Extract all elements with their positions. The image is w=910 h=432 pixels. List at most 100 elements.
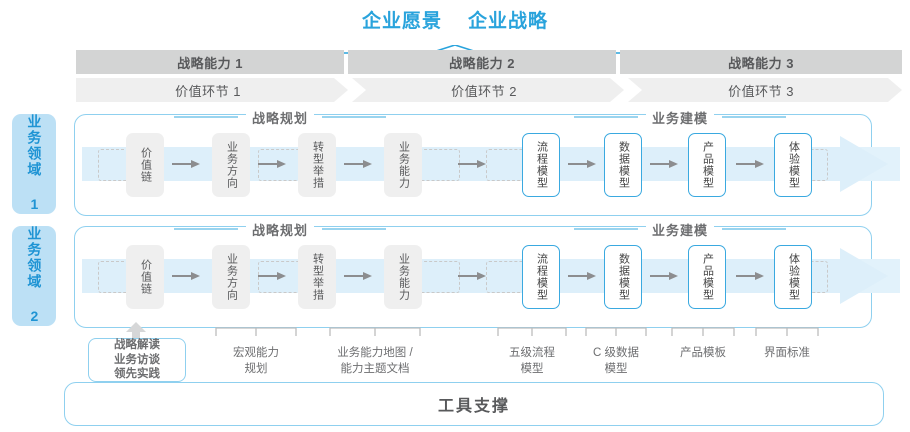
capability-bar-3[interactable]: 战略能力 3 [620,50,902,74]
section-header-planning-label: 战略规划 [245,219,314,239]
node-data-model-row-2[interactable]: 数据模型 [604,245,642,309]
value-chain-bar-1[interactable]: 价值环节 1 [76,78,348,102]
node-data-model-row-1[interactable]: 数据模型 [604,133,642,197]
node-process-model-row-1[interactable]: 流程模型 [522,133,560,197]
strategy-chip-line-3: 领先实践 [114,368,160,381]
business-domain-chip-1-label: 业务领域 1 [26,114,43,214]
node-business-capability-row-2[interactable]: 业务能力 [384,245,422,309]
connector-arrow [650,272,678,280]
node-experience-model-row-1[interactable]: 体验模型 [774,133,812,197]
capability-bar-1-label: 战略能力 1 [177,55,243,71]
node-transformation-row-1[interactable]: 转型举措 [298,133,336,197]
section-header-modeling-label: 业务建模 [645,219,714,239]
node-label: 数据模型 [617,141,630,189]
node-label: 转型举措 [311,253,324,301]
bottom-label-product-template: 产品模板 [663,346,743,362]
capability-bar-3-label: 战略能力 3 [728,55,794,71]
bottom-label-line-2: 规划 [244,362,268,375]
value-chain-bar-group: 价值环节 1 价值环节 2 价值环节 3 [76,78,902,102]
node-label: 流程模型 [535,141,548,189]
brace-group [215,327,819,336]
bottom-label-five-level-process: 五级流程 模型 [492,346,572,377]
connector-arrow [458,272,486,280]
bottom-label-ui-standard: 界面标准 [747,346,827,362]
connector-arrow [172,272,200,280]
connector-arrow [458,160,486,168]
capability-bar-2[interactable]: 战略能力 2 [348,50,616,74]
value-chain-bar-2-label: 价值环节 2 [451,83,517,99]
section-header-planning-row-2: 战略规划 [100,219,460,239]
connector-arrow [736,160,764,168]
diagram-title: 企业愿景 企业战略 [0,6,910,32]
capability-bar-group: 战略能力 1 战略能力 2 战略能力 3 [76,50,902,74]
section-rule-left [573,116,638,118]
value-chain-bar-2[interactable]: 价值环节 2 [352,78,624,102]
section-rule-right [722,228,786,230]
bottom-label-capability-map: 业务能力地图 / 能力主题文档 [315,346,435,377]
node-label: 体验模型 [787,253,800,301]
bottom-label-line-1: 五级流程 [509,347,555,359]
flow-arrow-head [840,136,888,192]
node-label: 流程模型 [535,253,548,301]
node-label: 价值链 [139,147,152,183]
flow-arrow-head [840,248,888,304]
node-label: 业务能力 [397,141,410,189]
connector-arrow [258,160,286,168]
tool-support-label: 工具支撑 [437,398,510,415]
section-header-modeling-label: 业务建模 [645,107,714,127]
bottom-label-line-1: 产品模板 [680,347,726,359]
node-business-direction-row-1[interactable]: 业务方向 [212,133,250,197]
node-label: 转型举措 [311,141,324,189]
bottom-label-line-2: 模型 [604,362,628,375]
strategy-chip-line-2: 业务访谈 [114,353,160,366]
node-label: 体验模型 [787,141,800,189]
bottom-label-line-1: 业务能力地图 / [337,347,413,359]
business-domain-chip-1[interactable]: 业务领域 1 [12,114,56,214]
strategy-input-chip[interactable]: 战略解读 业务访谈 领先实践 [88,338,186,382]
title-enterprise-strategy: 企业战略 [468,10,549,32]
connector-arrow [344,160,372,168]
node-label: 数据模型 [617,253,630,301]
section-header-planning-row-1: 战略规划 [100,107,460,127]
section-rule-right [322,228,386,230]
value-chain-bar-3[interactable]: 价值环节 3 [628,78,902,102]
capability-bar-1[interactable]: 战略能力 1 [76,50,344,74]
business-domain-chip-2[interactable]: 业务领域 2 [12,226,56,326]
node-business-direction-row-2[interactable]: 业务方向 [212,245,250,309]
node-product-model-row-1[interactable]: 产品模型 [688,133,726,197]
node-process-model-row-2[interactable]: 流程模型 [522,245,560,309]
connector-arrow [568,160,596,168]
title-enterprise-vision: 企业愿景 [361,10,442,32]
node-label: 业务能力 [397,253,410,301]
node-experience-model-row-2[interactable]: 体验模型 [774,245,812,309]
bottom-label-line-2: 模型 [520,362,544,375]
section-header-modeling-row-2: 业务建模 [500,219,860,239]
section-rule-left [573,228,638,230]
node-value-chain-row-1[interactable]: 价值链 [126,133,164,197]
node-label: 产品模型 [701,141,714,189]
tool-support-container: 工具支撑 [64,382,884,426]
node-transformation-row-2[interactable]: 转型举措 [298,245,336,309]
bottom-label-c-level-data: C 级数据 模型 [578,346,654,377]
section-rule-left [173,116,238,118]
node-label: 产品模型 [701,253,714,301]
node-label: 价值链 [139,259,152,295]
node-business-capability-row-1[interactable]: 业务能力 [384,133,422,197]
bottom-label-line-1: 界面标准 [764,347,810,359]
bottom-label-line-2: 能力主题文档 [340,362,410,375]
bottom-label-line-1: 宏观能力 [233,347,279,359]
node-label: 业务方向 [225,253,238,301]
connector-arrow [172,160,200,168]
connector-arrow [736,272,764,280]
capability-bar-2-label: 战略能力 2 [449,55,515,71]
node-product-model-row-2[interactable]: 产品模型 [688,245,726,309]
business-domain-chip-2-label: 业务领域 2 [26,226,43,326]
section-header-modeling-row-1: 业务建模 [500,107,860,127]
node-value-chain-row-2[interactable]: 价值链 [126,245,164,309]
connector-arrow [344,272,372,280]
value-chain-bar-1-label: 价值环节 1 [175,83,241,99]
bottom-label-line-1: C 级数据 [593,347,639,359]
section-rule-left [173,228,238,230]
strategy-chip-line-1: 战略解读 [114,338,160,351]
up-arrow-icon [126,322,146,342]
